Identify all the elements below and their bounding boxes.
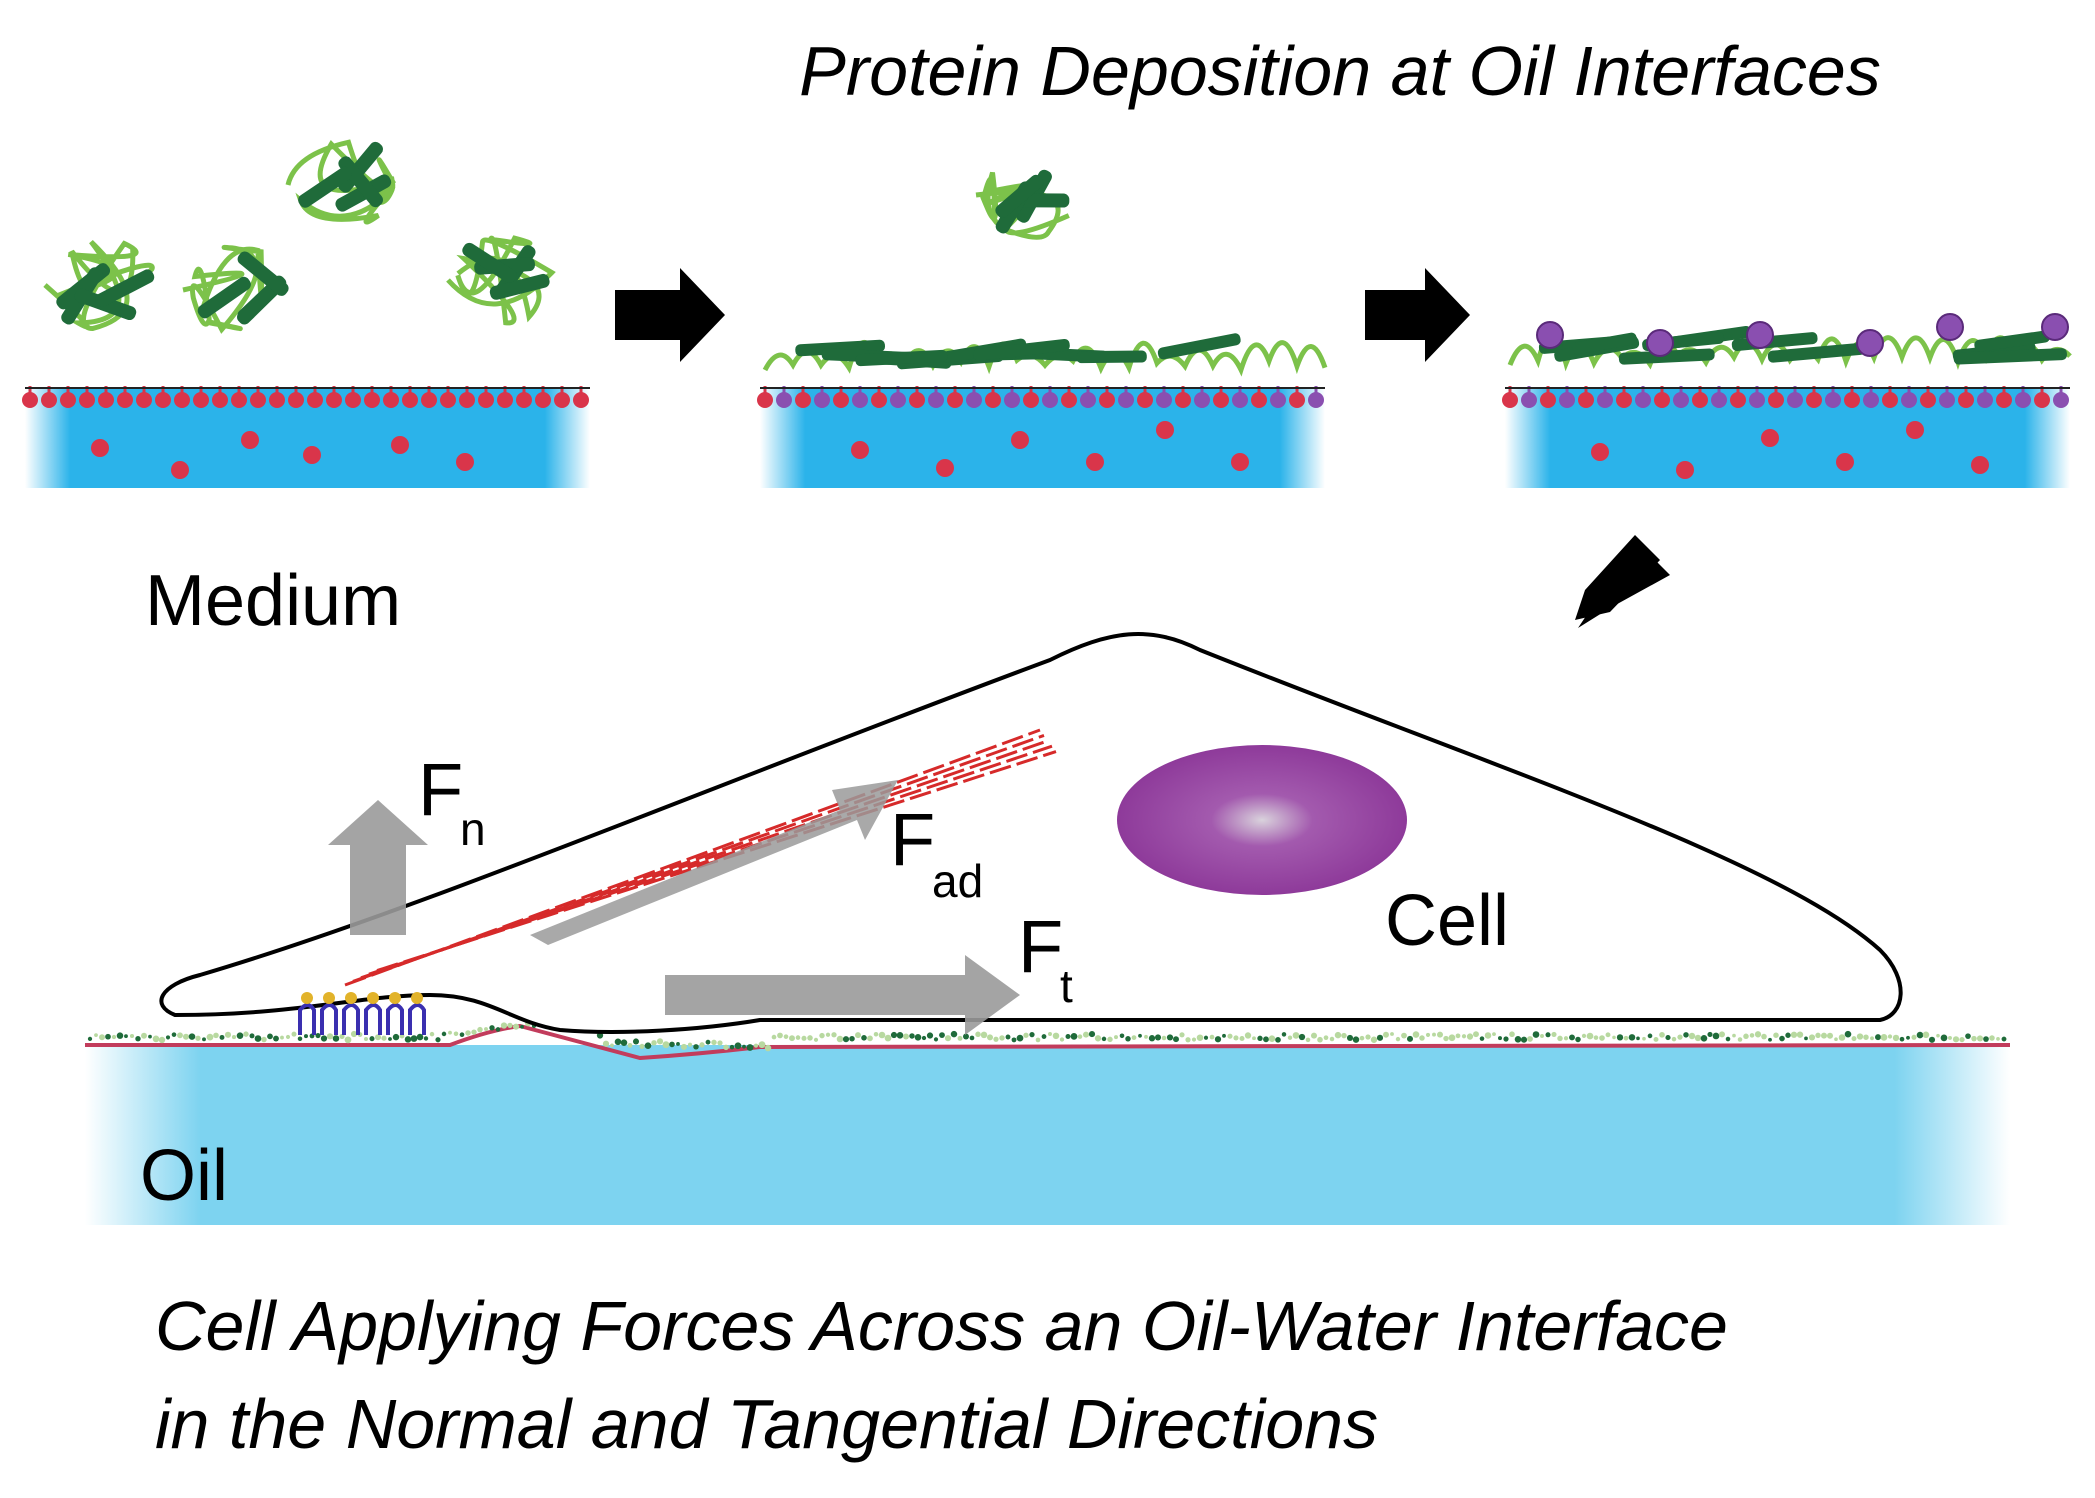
surfactant-row	[1502, 386, 2069, 408]
cell-outline	[159, 632, 1903, 1034]
adsorbed-protein-layer	[762, 333, 1328, 377]
adhesion-force-subscript: ad	[932, 855, 983, 907]
oil-water-interface	[85, 1023, 2011, 1061]
normal-force-arrow	[328, 800, 428, 935]
tangential-force-subscript: t	[1060, 960, 1073, 1012]
diagonal-arrow-head-icon	[1578, 545, 1670, 628]
normal-force-subscript: n	[460, 803, 486, 855]
dissolved-surfactants	[851, 421, 1249, 477]
surfactant-row	[757, 386, 1324, 408]
adhesion-force-arrow	[530, 780, 898, 945]
medium-label: Medium	[145, 561, 401, 641]
protein-coil	[446, 235, 556, 326]
caption-line-1: Cell Applying Forces Across an Oil-Water…	[155, 1287, 1728, 1365]
tangential-force-arrow	[665, 955, 1020, 1035]
cell-nucleus	[1117, 745, 1407, 895]
protein-coil	[285, 139, 397, 225]
panel-2-protein-adsorption	[757, 169, 1328, 488]
tangential-force-label: F	[1018, 905, 1063, 988]
oil-label: Oil	[140, 1136, 228, 1216]
caption-line-2: in the Normal and Tangential Directions	[155, 1385, 1378, 1463]
crosslinked-protein-layer	[1507, 313, 2072, 372]
surfactant-row	[22, 386, 589, 408]
protein-coil	[182, 244, 289, 334]
adhesion-force-label: F	[890, 798, 935, 881]
dissolved-surfactants	[91, 431, 474, 479]
protein-coil	[975, 169, 1070, 240]
focal-adhesion-integrins	[298, 992, 426, 1035]
normal-force-label: F	[418, 748, 463, 831]
dissolved-surfactants	[1591, 421, 1989, 479]
step-arrow-icon	[615, 268, 725, 362]
protein-coil	[43, 239, 155, 332]
panel-3-protein-network	[1502, 313, 2072, 488]
step-arrow-icon	[1365, 268, 1470, 362]
oil-layer	[85, 1045, 2010, 1225]
top-title: Protein Deposition at Oil Interfaces	[799, 32, 1881, 110]
cell-label: Cell	[1385, 881, 1509, 961]
panel-1-bare-interface	[22, 139, 590, 488]
